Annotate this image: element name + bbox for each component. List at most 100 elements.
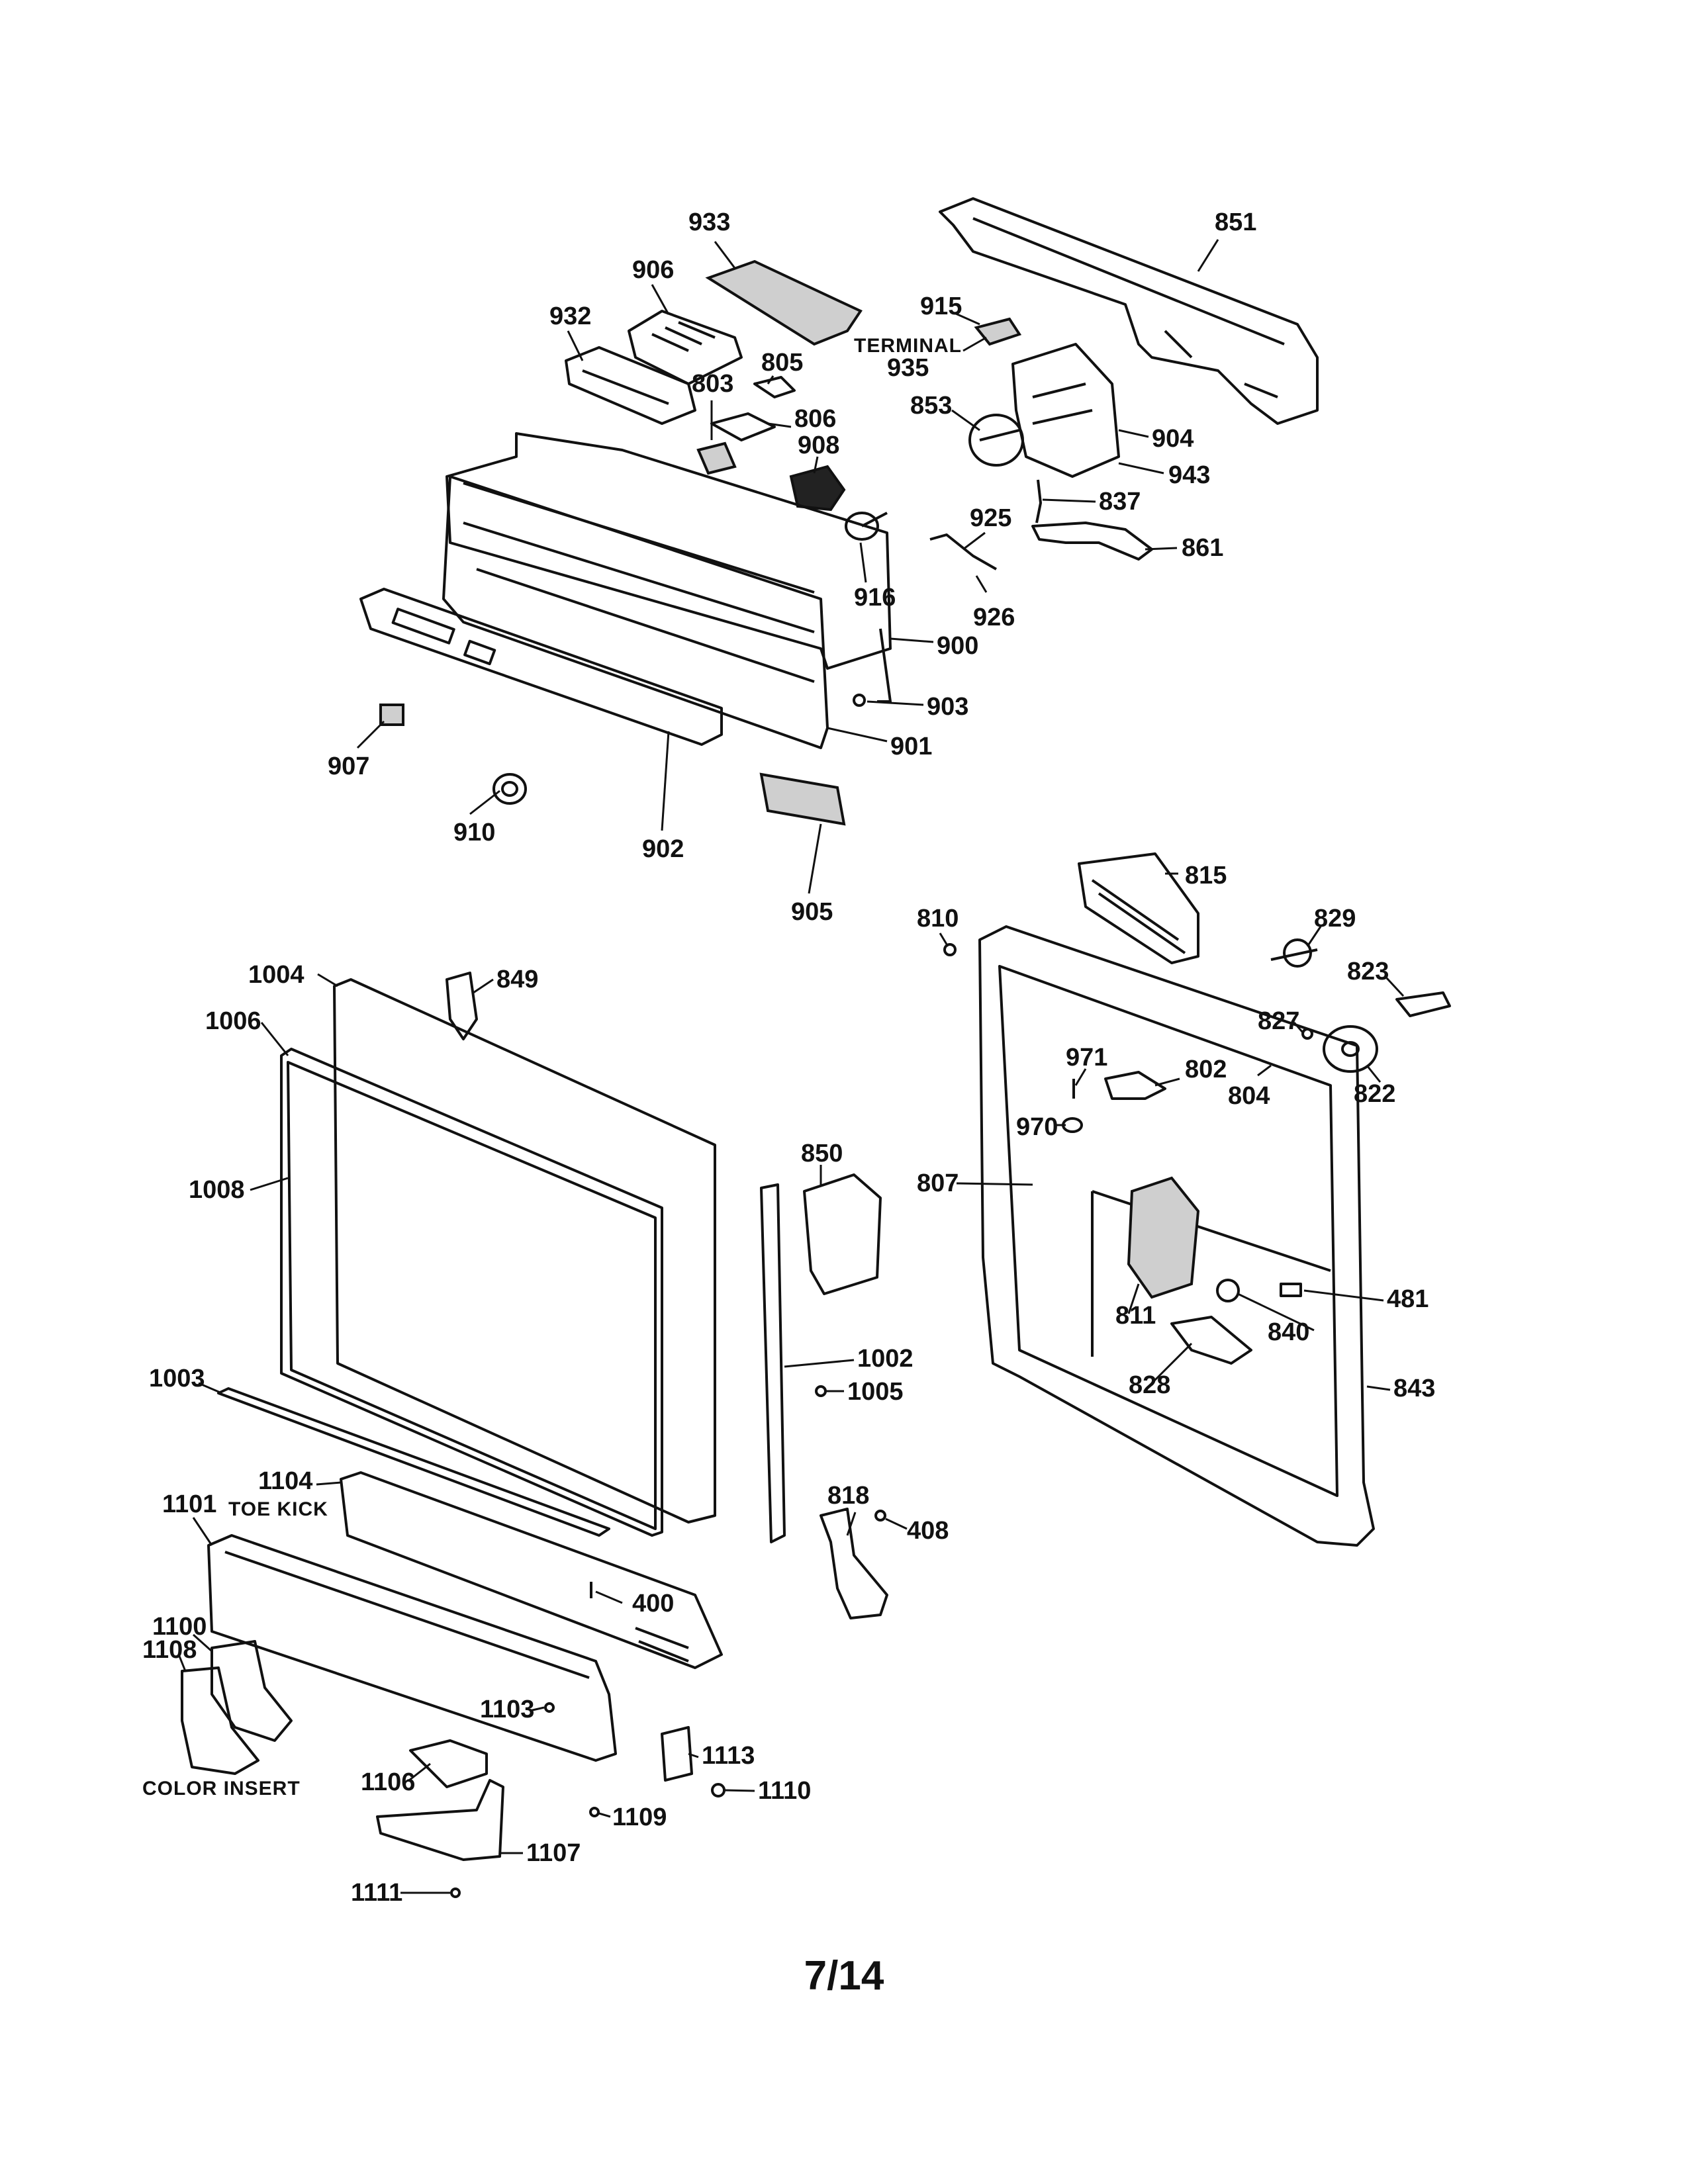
toe-kick-label: TOE KICK xyxy=(228,1498,328,1520)
part-822-dial xyxy=(1323,1025,1378,1073)
callout-933: 933 xyxy=(688,208,730,236)
callout-971: 971 xyxy=(1066,1044,1107,1071)
part-408-screw xyxy=(874,1510,886,1522)
part-810-screw xyxy=(943,943,957,956)
part-916-knob xyxy=(845,512,888,541)
leader-lines xyxy=(177,239,1405,1894)
callout-840: 840 xyxy=(1268,1318,1309,1346)
callout-901: 901 xyxy=(890,733,932,760)
callout-810: 810 xyxy=(917,905,959,933)
part-815-vent xyxy=(1078,852,1199,964)
part-1107-bracket xyxy=(376,1779,504,1861)
part-902-nameplate xyxy=(359,588,723,746)
callout-935: 935 xyxy=(887,354,929,382)
part-908-timer-knob-base xyxy=(789,465,846,512)
part-970-plug xyxy=(1062,1117,1083,1133)
part-828-lever xyxy=(1170,1316,1252,1365)
part-1008-door-panel xyxy=(287,1061,657,1530)
callout-806: 806 xyxy=(794,405,836,433)
part-925-wire xyxy=(929,533,997,570)
part-811-dispenser xyxy=(1127,1176,1200,1299)
callout-400: 400 xyxy=(632,1590,674,1617)
part-481-clip xyxy=(1280,1283,1302,1297)
callout-1107: 1107 xyxy=(526,1839,581,1867)
callout-908: 908 xyxy=(798,432,839,459)
part-1106-bracket xyxy=(409,1739,488,1788)
terminal-label: TERMINAL xyxy=(854,335,962,357)
callout-837: 837 xyxy=(1099,488,1141,516)
part-907-button xyxy=(379,704,404,726)
part-1111-screw xyxy=(450,1888,461,1898)
part-849-hinge-bracket xyxy=(445,972,478,1040)
part-910-knob xyxy=(492,773,527,805)
callout-851: 851 xyxy=(1215,208,1256,236)
callout-1003: 1003 xyxy=(149,1365,205,1392)
part-1104-toe-kick xyxy=(340,1471,723,1669)
callout-905: 905 xyxy=(791,898,833,926)
part-818-hinge xyxy=(820,1508,888,1619)
callout-818: 818 xyxy=(827,1482,869,1510)
part-861-lever xyxy=(1031,522,1153,561)
part-1101-panel xyxy=(207,1534,617,1762)
part-1005-screw xyxy=(815,1385,827,1397)
callout-907: 907 xyxy=(328,752,369,780)
callout-843: 843 xyxy=(1393,1375,1435,1402)
callout-822: 822 xyxy=(1354,1080,1395,1108)
callout-1008: 1008 xyxy=(189,1176,245,1204)
callout-802: 802 xyxy=(1185,1056,1227,1083)
part-802-actuator xyxy=(1104,1071,1166,1100)
part-904-timer xyxy=(1011,343,1120,478)
callout-1100: 1100 xyxy=(152,1613,207,1641)
callout-1101: 1101 xyxy=(162,1490,216,1518)
part-853-dial xyxy=(968,414,1024,467)
callout-829: 829 xyxy=(1314,905,1356,933)
part-933-panel xyxy=(705,259,863,346)
callout-904: 904 xyxy=(1152,425,1194,453)
part-823-shaft xyxy=(1395,991,1451,1017)
part-850-plate xyxy=(803,1173,882,1295)
part-806-insulator xyxy=(710,412,776,441)
part-1109-screw xyxy=(589,1807,600,1817)
callout-1005: 1005 xyxy=(847,1378,904,1406)
callout-1006: 1006 xyxy=(205,1007,261,1035)
callout-803: 803 xyxy=(692,370,733,398)
callout-827: 827 xyxy=(1258,1007,1299,1035)
part-1006-trim xyxy=(280,1048,663,1537)
part-1004-outer-panel xyxy=(333,978,716,1524)
callout-1113: 1113 xyxy=(702,1742,755,1770)
part-1100-insert xyxy=(211,1640,293,1742)
callout-902: 902 xyxy=(642,835,684,863)
part-805-clip xyxy=(753,376,796,398)
callout-932: 932 xyxy=(549,302,591,330)
callout-910: 910 xyxy=(453,819,495,846)
callout-408: 408 xyxy=(907,1517,949,1545)
callout-1104: 1104 xyxy=(258,1467,312,1495)
callout-915: 915 xyxy=(920,293,962,320)
callout-925: 925 xyxy=(970,504,1011,532)
callout-1109: 1109 xyxy=(612,1803,667,1831)
part-932-bracket xyxy=(565,346,696,425)
callout-853: 853 xyxy=(910,392,952,420)
callout-849: 849 xyxy=(496,966,538,993)
part-901-console xyxy=(442,475,829,749)
part-1103-screw xyxy=(544,1702,555,1713)
part-803-switch xyxy=(696,441,737,475)
callout-807: 807 xyxy=(917,1169,959,1197)
part-906-switch xyxy=(628,310,743,385)
part-905-label xyxy=(759,772,846,826)
callout-861: 861 xyxy=(1182,534,1223,562)
callout-815: 815 xyxy=(1185,862,1227,889)
callout-1106: 1106 xyxy=(361,1768,415,1796)
part-903-screw xyxy=(853,694,866,707)
callout-906: 906 xyxy=(632,256,674,284)
part-851-vent-duct xyxy=(939,197,1319,425)
callout-903: 903 xyxy=(927,693,968,721)
part-840-spring xyxy=(1216,1279,1240,1302)
part-1113-bracket xyxy=(661,1726,693,1782)
callout-1111: 1111 xyxy=(351,1879,402,1907)
part-1002-side-trim xyxy=(760,1183,786,1543)
callout-943: 943 xyxy=(1168,461,1210,489)
part-1108-insert xyxy=(181,1666,259,1775)
callout-805: 805 xyxy=(761,349,803,377)
